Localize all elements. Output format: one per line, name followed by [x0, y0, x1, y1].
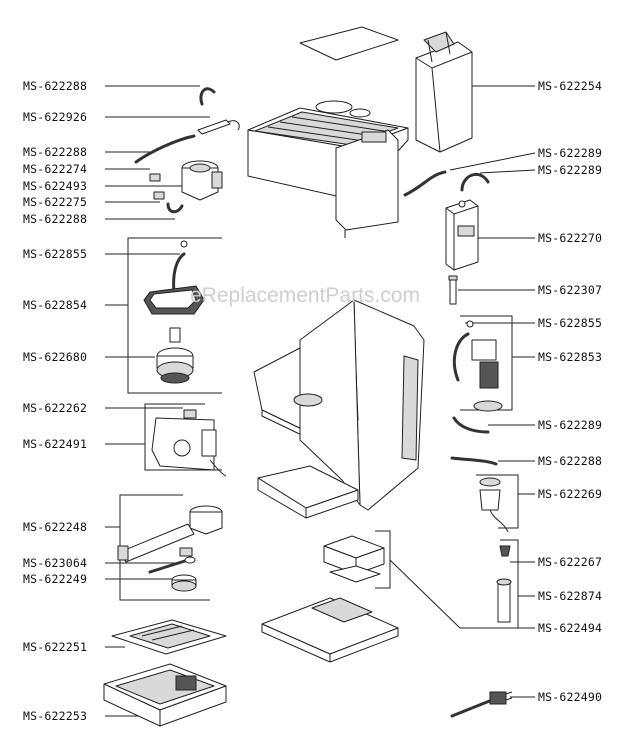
- label-ms-622289: MS-622289: [538, 418, 603, 432]
- cappuccino-tube-622874: [496, 578, 512, 623]
- base-plate: [261, 597, 399, 663]
- label-ms-622288: MS-622288: [23, 212, 88, 226]
- nozzle-622267: [499, 545, 511, 557]
- label-ms-622253: MS-622253: [23, 709, 88, 723]
- label-ms-622262: MS-622262: [23, 401, 88, 415]
- upper-housing: [247, 100, 409, 238]
- label-ms-622853: MS-622853: [538, 350, 603, 364]
- oring-622855-left: [180, 240, 188, 248]
- shower-holder-622680: [156, 327, 194, 384]
- drip-tray-622253: [103, 663, 227, 727]
- oring-622855-right: [466, 320, 474, 328]
- label-ms-622274: MS-622274: [23, 162, 88, 176]
- water-tank: [415, 31, 473, 153]
- right-leader-lines: [375, 85, 536, 698]
- label-ms-622307: MS-622307: [538, 283, 603, 297]
- watermark: eReplacementParts.com: [190, 284, 420, 307]
- label-ms-622275: MS-622275: [23, 195, 88, 209]
- label-ms-622288: MS-622288: [23, 79, 88, 93]
- hose-622289-b: [460, 172, 490, 192]
- boiler-622854: [143, 252, 205, 315]
- spoon-623064: [148, 556, 196, 574]
- steam-wand-622269: [479, 477, 509, 533]
- label-ms-622493: MS-622493: [23, 179, 88, 193]
- tube-622288-mid: [134, 134, 196, 164]
- tube-622288-top: [199, 87, 216, 106]
- filter-622249: [171, 574, 197, 592]
- label-ms-622854: MS-622854: [23, 298, 88, 312]
- label-ms-622289: MS-622289: [538, 146, 603, 160]
- label-ms-622491: MS-622491: [23, 437, 88, 451]
- tank-lid: [299, 26, 399, 61]
- label-ms-622490: MS-622490: [538, 690, 603, 704]
- label-ms-622288: MS-622288: [538, 454, 603, 468]
- label-ms-622249: MS-622249: [23, 572, 88, 586]
- label-ms-622926: MS-622926: [23, 110, 88, 124]
- label-ms-622680: MS-622680: [23, 350, 88, 364]
- sensor-622926: [197, 119, 240, 135]
- thermoblock-622493: [181, 160, 223, 201]
- label-ms-622288: MS-622288: [23, 145, 88, 159]
- steam-valve-622853: [452, 332, 503, 412]
- main-chassis: [253, 299, 425, 519]
- tube-622288-right: [450, 456, 498, 466]
- label-ms-622251: MS-622251: [23, 640, 88, 654]
- clip-622274: [149, 173, 161, 182]
- label-ms-622269: MS-622269: [538, 487, 603, 501]
- label-ms-622254: MS-622254: [538, 79, 603, 93]
- left-leader-lines: [105, 85, 222, 717]
- label-ms-622248: MS-622248: [23, 520, 88, 534]
- electronics-622494: [323, 535, 385, 583]
- label-ms-622289: MS-622289: [538, 163, 603, 177]
- label-ms-622494: MS-622494: [538, 621, 603, 635]
- label-ms-622267: MS-622267: [538, 555, 603, 569]
- clip-622275: [153, 191, 165, 200]
- label-ms-622270: MS-622270: [538, 231, 603, 245]
- label-ms-622855: MS-622855: [538, 316, 603, 330]
- power-cord-622490: [450, 691, 513, 718]
- pump-block: [445, 199, 479, 271]
- hose-622289-a: [403, 170, 447, 197]
- pin-622307: [448, 275, 458, 305]
- front-panel-622491: [151, 409, 227, 477]
- portafilter-622248: [117, 505, 223, 563]
- drip-grid-622251: [111, 619, 227, 655]
- label-ms-622874: MS-622874: [538, 589, 603, 603]
- tube-622288-low: [166, 202, 184, 214]
- hose-622289-c: [452, 416, 490, 434]
- label-ms-623064: MS-623064: [23, 556, 88, 570]
- label-ms-622855: MS-622855: [23, 247, 88, 261]
